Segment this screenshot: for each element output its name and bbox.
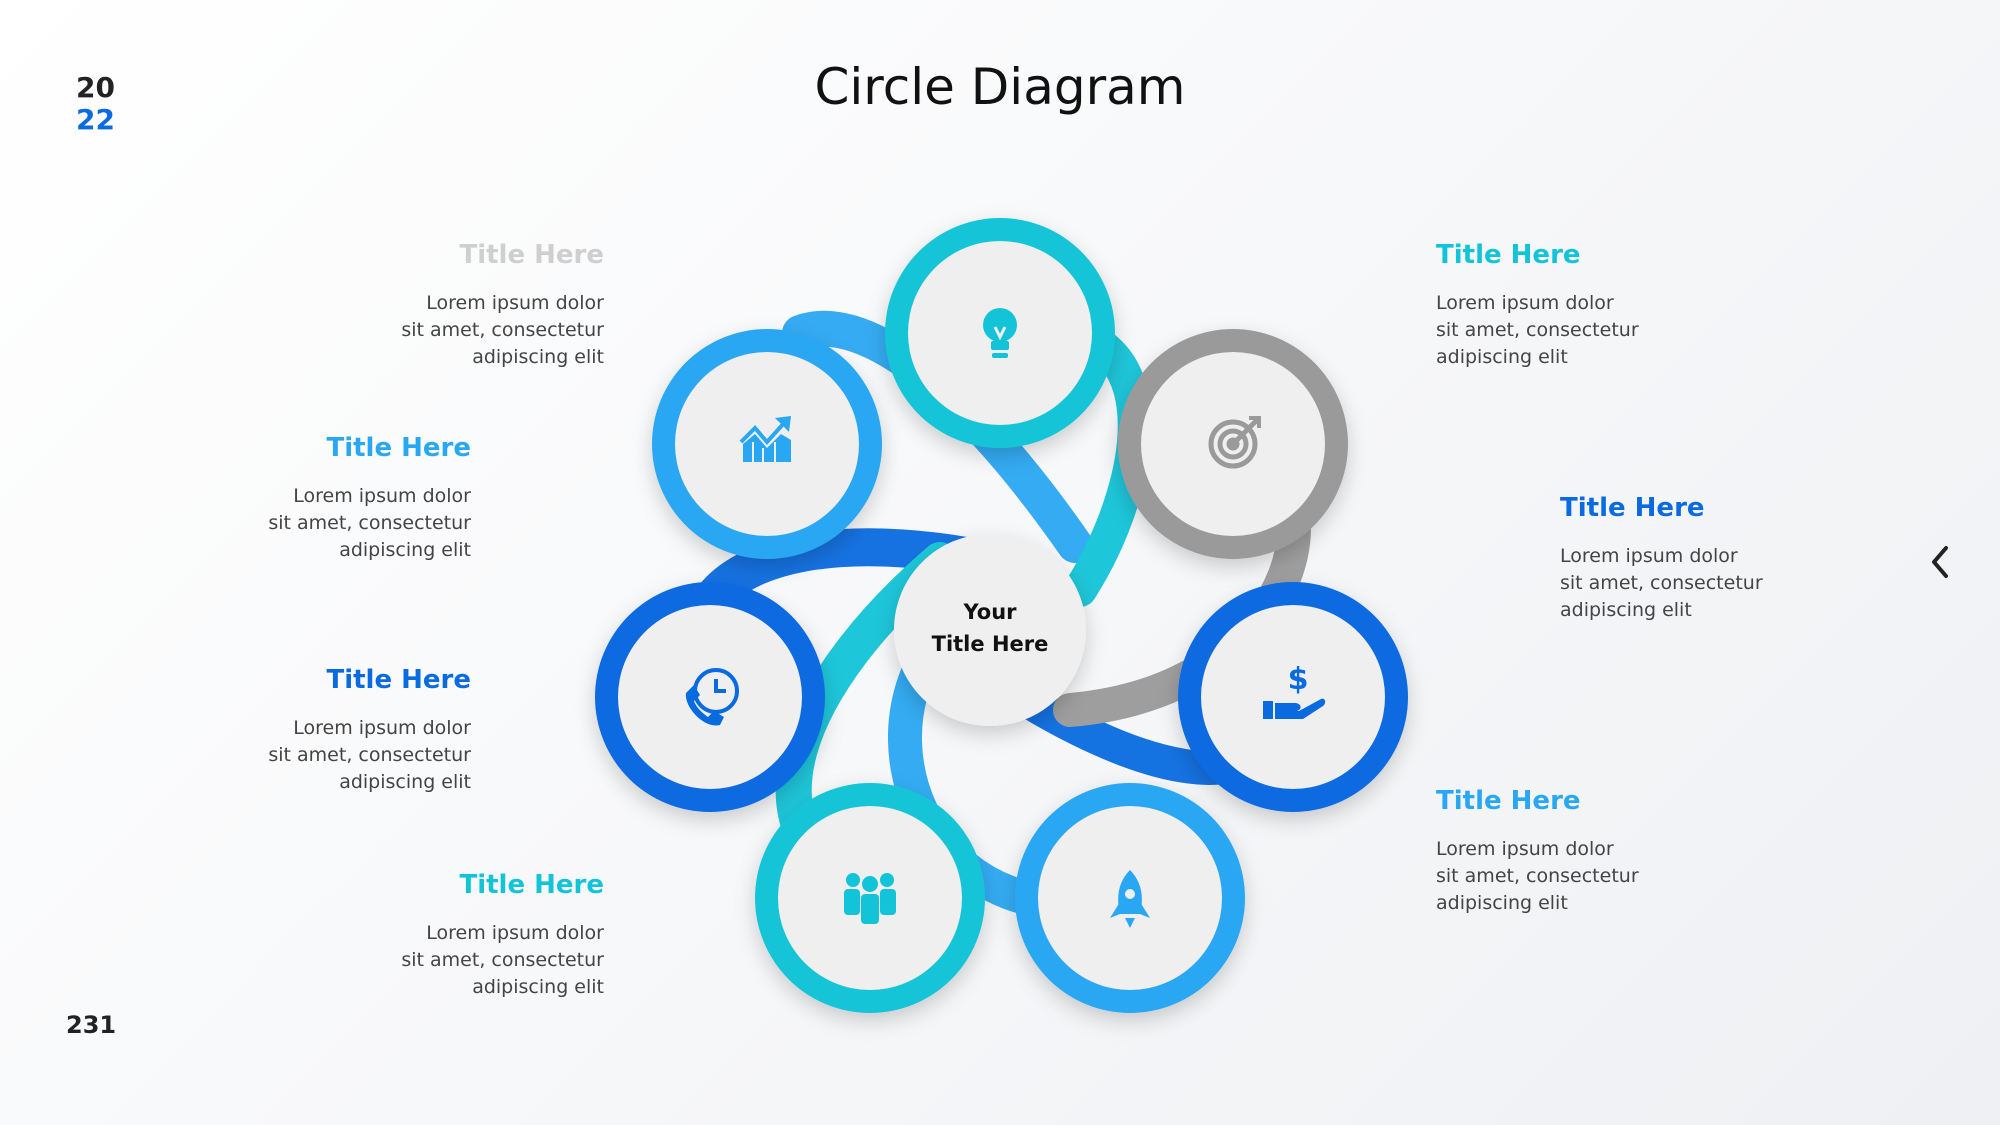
- label-growth: Title Here Lorem ipsum dolor sit amet, c…: [111, 431, 471, 564]
- growth-chart-icon: [739, 416, 791, 462]
- label-rocket: Title Here Lorem ipsum dolor sit amet, c…: [1436, 784, 1796, 917]
- label-body: Lorem ipsum dolor sit amet, consectetur …: [1436, 292, 1639, 368]
- center-circle: [894, 534, 1086, 726]
- center-line-2: Title Here: [931, 632, 1049, 656]
- team-icon: [844, 873, 896, 924]
- year-top: 20: [76, 71, 115, 104]
- label-title: Title Here: [1436, 240, 1581, 270]
- svg-text:$: $: [1288, 662, 1309, 697]
- label-title: Title Here: [1560, 493, 1705, 523]
- label-title: Title Here: [326, 665, 471, 695]
- center-line-1: Your: [963, 600, 1017, 624]
- label-body: Lorem ipsum dolor sit amet, consectetur …: [268, 717, 471, 793]
- label-top-left: Title Here Lorem ipsum dolor sit amet, c…: [244, 238, 604, 371]
- year-bottom: 22: [76, 103, 115, 136]
- node-phone: [595, 582, 825, 812]
- slide-title: Circle Diagram: [814, 58, 1186, 116]
- node-money: [1178, 582, 1408, 812]
- label-body: Lorem ipsum dolor sit amet, consectetur …: [268, 485, 471, 561]
- center-title: Your Title Here: [904, 596, 1076, 660]
- money-hand-icon: $: [1263, 662, 1326, 719]
- page-number: 231: [66, 1011, 117, 1039]
- phone-clock-icon: [685, 668, 739, 726]
- label-title: Title Here: [459, 870, 604, 900]
- label-title: Title Here: [459, 240, 604, 270]
- label-body: Lorem ipsum dolor sit amet, consectetur …: [1436, 838, 1639, 914]
- label-top-right: Title Here Lorem ipsum dolor sit amet, c…: [1436, 238, 1796, 371]
- chevron-left-icon: [1932, 546, 1948, 578]
- target-icon: [1208, 416, 1261, 469]
- label-title: Title Here: [1436, 786, 1581, 816]
- lightbulb-icon: [983, 308, 1017, 358]
- previous-slide-button[interactable]: [1922, 540, 1958, 584]
- label-body: Lorem ipsum dolor sit amet, consectetur …: [401, 922, 604, 998]
- label-title: Title Here: [326, 433, 471, 463]
- label-team: Title Here Lorem ipsum dolor sit amet, c…: [244, 868, 604, 1001]
- label-body: Lorem ipsum dolor sit amet, consectetur …: [1560, 545, 1763, 621]
- label-phone: Title Here Lorem ipsum dolor sit amet, c…: [111, 663, 471, 796]
- label-money: Title Here Lorem ipsum dolor sit amet, c…: [1560, 491, 1920, 624]
- rocket-icon: [1110, 870, 1150, 928]
- label-body: Lorem ipsum dolor sit amet, consectetur …: [401, 292, 604, 368]
